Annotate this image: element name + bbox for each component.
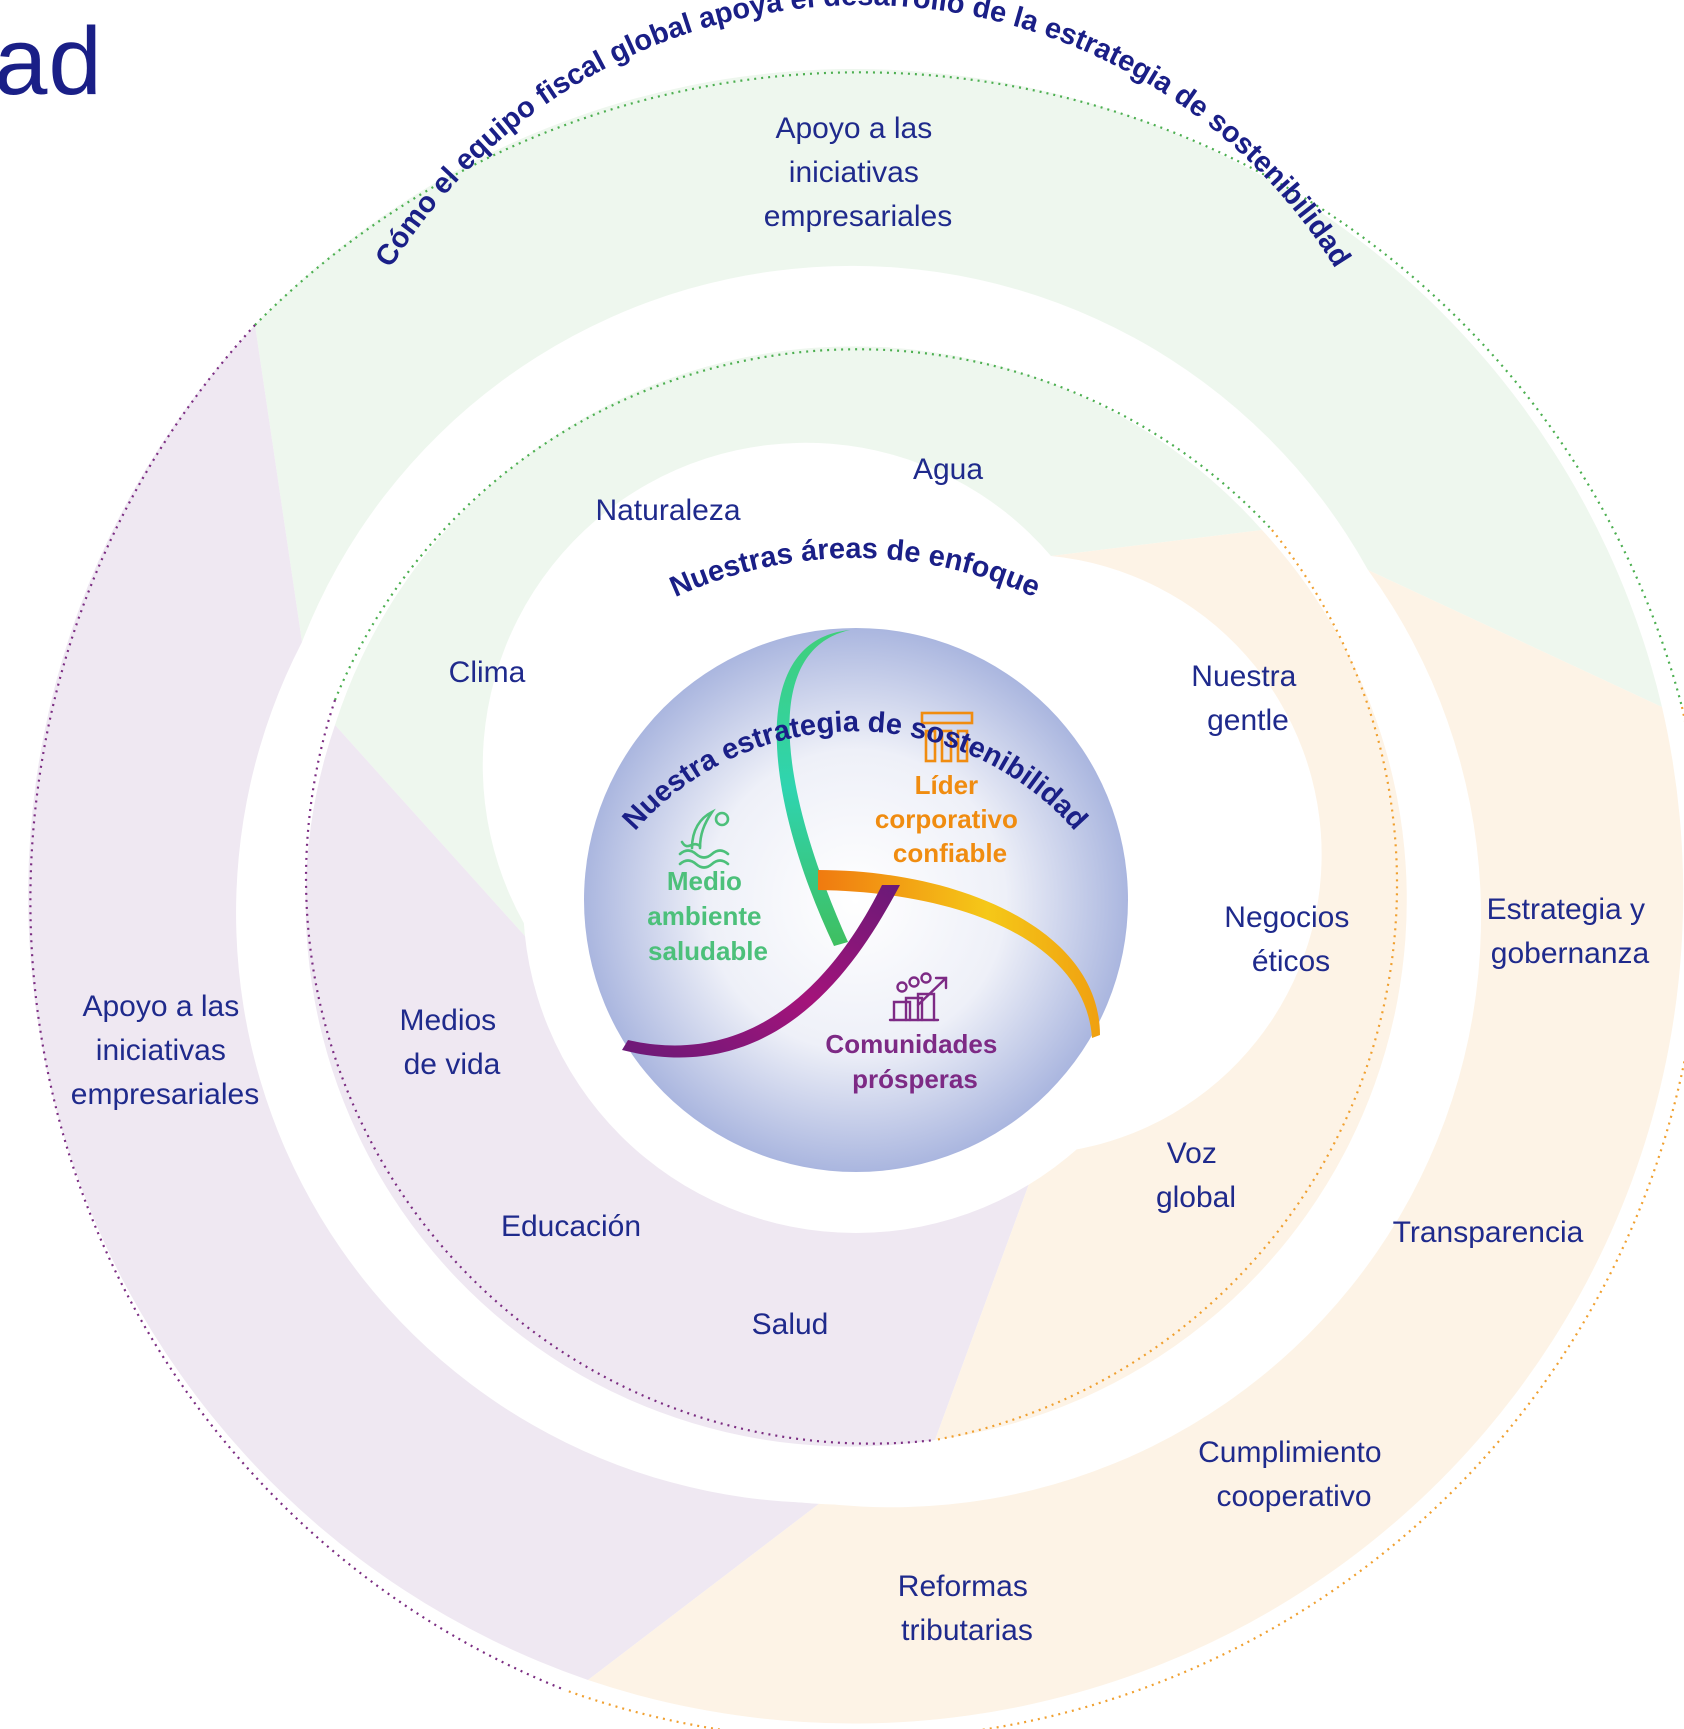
middle-orange-label-people: Nuestra gentle [1191,660,1304,737]
label-line: global [1156,1181,1236,1214]
core-gradient-disc [584,628,1128,1172]
label-line: empresariales [71,1078,259,1111]
label-line: Nuestra [1191,660,1296,693]
water-leaf-icon [678,808,730,869]
label-line: Medios [399,1004,496,1037]
label-line: Apoyo a las [82,990,239,1023]
ring-labels: Apoyo a las iniciativas empresariales Ap… [71,112,1654,1647]
pillar-environment-line: ambiente [647,901,761,931]
pillar-environment-line: saludable [648,936,768,966]
label-line: Educación [501,1210,641,1243]
label-line: iniciativas [789,156,919,189]
pillar-leader-line: Líder [915,770,979,800]
orange-ribbon [818,870,1100,1038]
pillar-communities-line: prósperas [852,1064,978,1094]
pillar-environment-line: Medio [667,866,742,896]
outer-purple-label: Apoyo a las iniciativas empresariales [71,990,259,1111]
label-line: empresariales [764,200,952,233]
middle-green-label-climate: Clima [449,656,526,689]
middle-purple-label-education: Educación [501,1210,641,1243]
outer-orange-sector [588,570,1684,1724]
label-line: Clima [449,656,526,689]
label-line: Transparencia [1393,1216,1584,1249]
middle-green-label-water: Agua [913,453,983,486]
middle-green-label-nature: Naturaleza [595,494,740,527]
pillar-leader-label: Líder corporativo confiable [875,770,1025,868]
label-line: Agua [913,453,983,486]
middle-orange-label-ethics: Negocios éticos [1224,901,1357,978]
outer-orange-label-transparency: Transparencia [1393,1216,1584,1249]
middle-green-sector [335,346,1262,975]
outer-purple-sector [28,325,820,1680]
label-line: iniciativas [96,1034,226,1067]
label-line: Naturaleza [595,494,740,527]
label-line: Negocios [1224,901,1349,934]
label-line: Reformas [898,1570,1028,1603]
pillar-leader-line: corporativo [875,804,1018,834]
label-line: éticos [1252,945,1330,978]
middle-ring [304,346,1407,1447]
middle-orange-sector [935,530,1407,1440]
pillar-communities-label: Comunidades prósperas [825,1029,1004,1094]
label-line: Apoyo a las [775,112,932,145]
label-line: tributarias [901,1614,1033,1647]
pillar-environment-label: Medio ambiente saludable [647,866,768,966]
middle-orange-label-voice: Voz global [1156,1137,1236,1214]
pillar-leader-line: confiable [893,838,1007,868]
label-line: Salud [752,1308,829,1341]
pillar-communities-line: Comunidades [825,1029,997,1059]
pillars-building-icon [920,711,974,763]
green-ribbon [776,630,850,946]
label-line: gobernanza [1491,937,1650,970]
middle-purple-dotted-border [304,699,936,1445]
label-line: Cumplimiento [1198,1436,1381,1469]
outer-green-sector [255,69,1662,707]
outer-orange-label-strategy: Estrategia y gobernanza [1487,893,1654,970]
outer-orange-label-compliance: Cumplimiento cooperativo [1198,1436,1390,1513]
middle-purple-label-livelihoods: Medios de vida [399,1004,504,1081]
outer-green-label: Apoyo a las iniciativas empresariales [764,112,952,233]
label-line: Estrategia y [1487,893,1645,926]
label-line: gentle [1207,704,1289,737]
outer-purple-dotted-border [29,324,566,1692]
middle-purple-label-health: Salud [752,1308,829,1341]
label-line: Voz [1167,1137,1217,1170]
outer-ring [28,69,1684,1729]
outer-orange-label-reforms: Reformas tributarias [898,1570,1036,1647]
middle-green-dotted-border [333,348,1273,701]
core-circle: Medio ambiente saludable Líder corporati… [584,628,1128,1172]
label-line: cooperativo [1216,1480,1371,1513]
label-line: de vida [404,1048,501,1081]
partial-heading-text: ad [0,8,103,115]
people-growth-icon [888,972,948,1022]
middle-purple-sector [305,725,1040,1447]
